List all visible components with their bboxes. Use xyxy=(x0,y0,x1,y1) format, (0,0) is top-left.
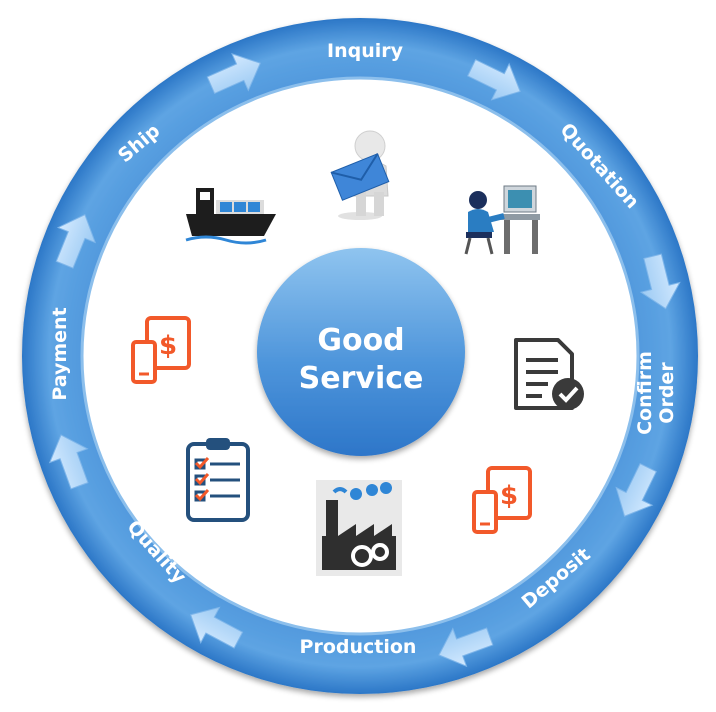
ring-arrow-icon xyxy=(206,53,261,95)
checklist-clipboard-icon xyxy=(186,438,250,522)
ring-arrow-icon xyxy=(48,434,89,490)
svg-text:$: $ xyxy=(159,331,177,361)
factory-gears-icon xyxy=(316,480,402,576)
document-check-icon xyxy=(514,338,584,410)
ring-arrow-icon xyxy=(467,59,521,101)
ring-arrows xyxy=(48,53,681,668)
step-payment: Payment xyxy=(49,307,71,400)
mobile-payment-icon: $ xyxy=(472,466,532,534)
center-title-line2: Service xyxy=(299,361,424,396)
step-production: Production xyxy=(300,636,417,658)
svg-text:$: $ xyxy=(500,481,518,511)
step-confirm-line2: Order xyxy=(656,362,678,424)
ring-arrow-icon xyxy=(55,213,97,269)
step-confirm-order: Confirm Order xyxy=(634,351,678,435)
ring-arrow-icon xyxy=(438,627,494,668)
center-hub: Good Service xyxy=(257,248,465,456)
cargo-ship-icon xyxy=(185,188,276,245)
computer-operator-icon xyxy=(460,180,546,260)
mobile-payment-icon: $ xyxy=(131,316,191,384)
ring-arrow-icon xyxy=(615,463,657,517)
envelope-person-icon xyxy=(330,130,390,220)
step-confirm-line1: Confirm xyxy=(634,351,656,435)
step-inquiry: Inquiry xyxy=(327,40,404,62)
ring-arrow-icon xyxy=(639,253,681,310)
center-title-line1: Good xyxy=(317,323,404,358)
ring-arrow-icon xyxy=(190,606,244,649)
